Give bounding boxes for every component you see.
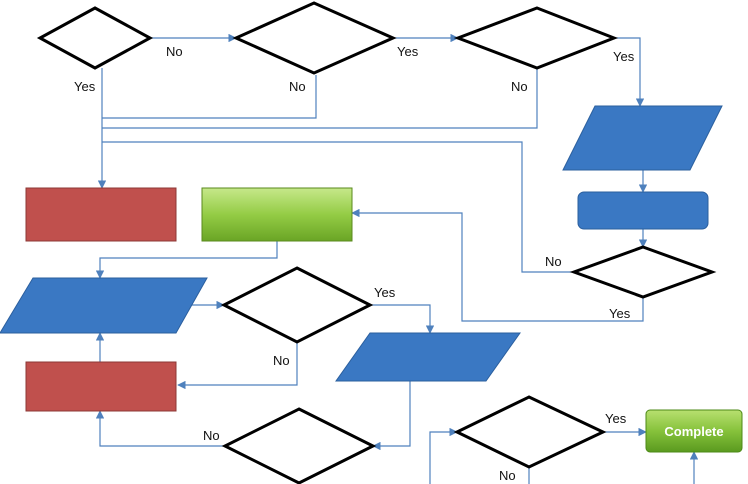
label-no-d6: No — [203, 428, 220, 443]
connector-into-d7 — [429, 427, 458, 484]
label-no-d4: No — [545, 254, 562, 269]
complete-button-label: Complete — [664, 424, 723, 439]
label-yes-d5: Yes — [374, 285, 396, 300]
process-box-green — [201, 187, 353, 242]
label-yes-d3: Yes — [613, 49, 635, 64]
process-box-blue — [577, 191, 709, 230]
label-yes-d7: Yes — [605, 411, 627, 426]
connector-d5-para3 — [370, 304, 435, 334]
connector-green-para2 — [95, 241, 278, 279]
io-parallelogram-1 — [562, 105, 723, 171]
decision-diamond-2 — [232, 1, 397, 75]
connector-d5-red2 — [177, 342, 298, 390]
decision-diamond-5 — [220, 266, 374, 344]
connector-d3-no — [102, 68, 538, 129]
label-no-d5: No — [273, 353, 290, 368]
io-parallelogram-3 — [335, 332, 521, 382]
connector-para3-d6 — [372, 381, 411, 451]
connector-d6-red2 — [95, 410, 225, 447]
label-yes-d4: Yes — [609, 306, 631, 321]
label-yes-d1: Yes — [74, 79, 96, 94]
connector-d4-green — [351, 208, 644, 322]
label-no-d1: No — [166, 44, 183, 59]
labels: No Yes Yes No Yes No No Yes Yes No No Ye… — [74, 44, 724, 483]
complete-button[interactable] — [645, 409, 743, 453]
process-box-red-2 — [25, 361, 177, 412]
decision-diamond-7 — [453, 395, 607, 469]
label-no-d7: No — [499, 468, 516, 483]
label-no-d2: No — [289, 79, 306, 94]
io-parallelogram-2 — [0, 277, 208, 334]
decision-diamond-3 — [453, 6, 619, 70]
process-box-red-1 — [25, 187, 177, 242]
label-yes-d2: Yes — [397, 44, 419, 59]
connector-d3-para1 — [614, 37, 645, 107]
decision-diamond-1 — [36, 6, 154, 70]
connector-loop-d4 — [102, 141, 574, 273]
decision-diamond-4 — [569, 245, 717, 299]
connector-d2-no — [102, 75, 317, 119]
label-no-d3: No — [511, 79, 528, 94]
decision-diamond-6 — [221, 407, 377, 484]
